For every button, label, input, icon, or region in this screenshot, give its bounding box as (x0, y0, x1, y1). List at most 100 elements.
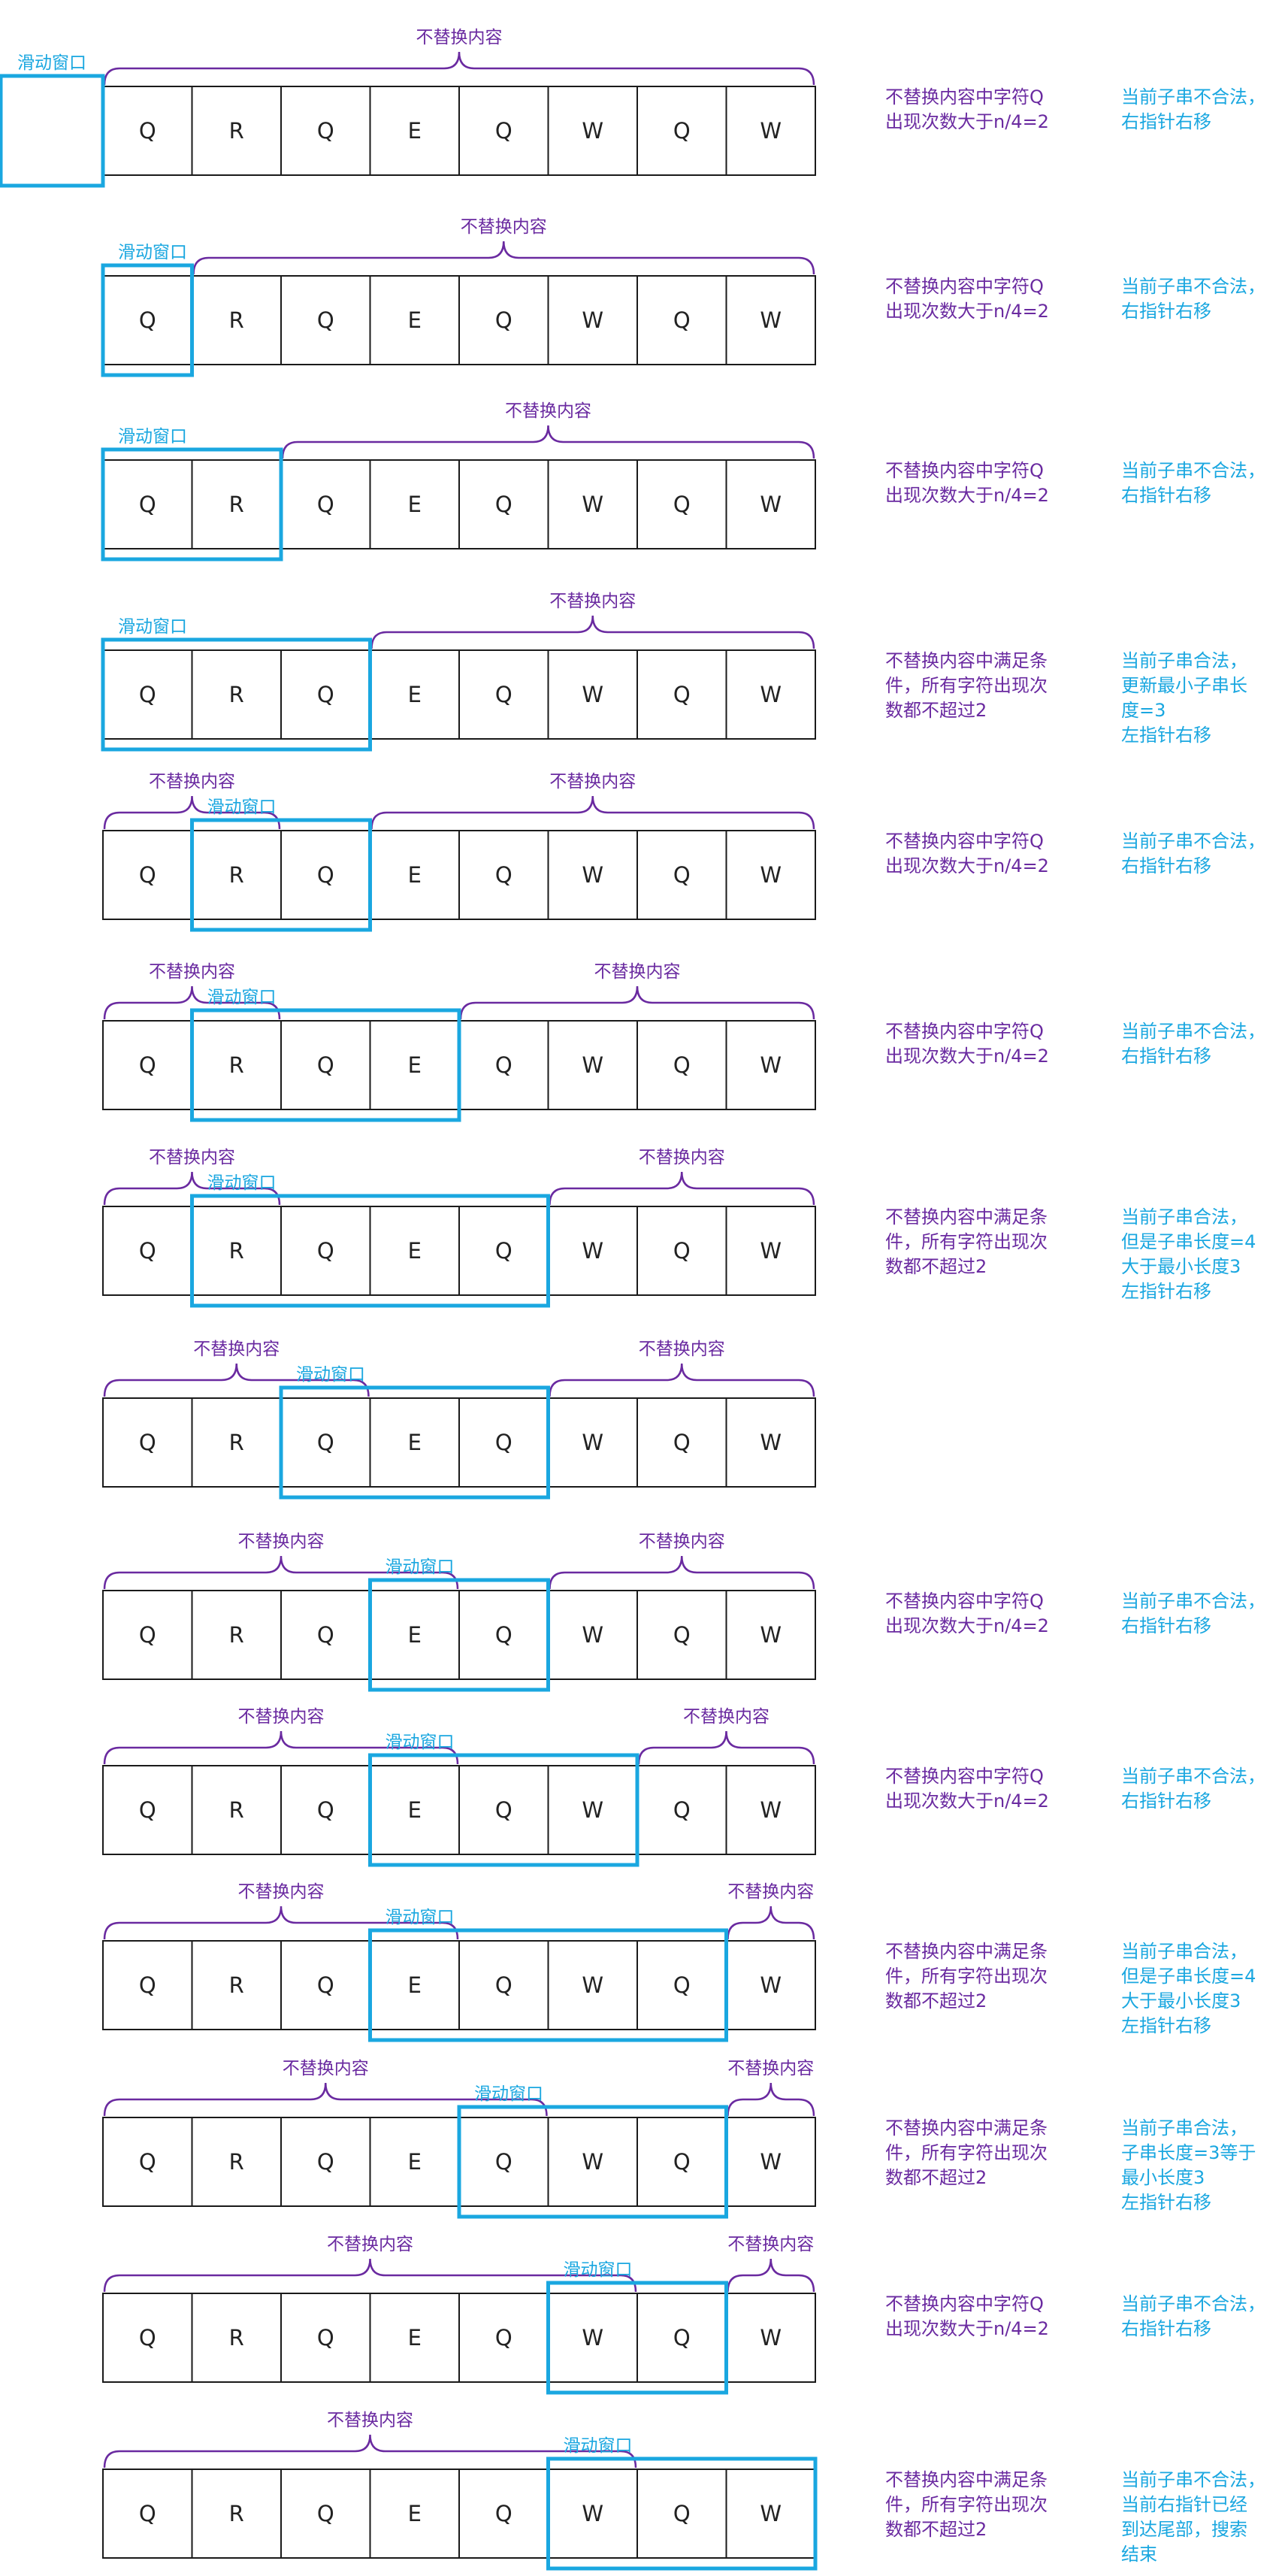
char-label: Q (673, 118, 691, 144)
char-label: Q (495, 1238, 512, 1264)
char-label: Q (317, 492, 334, 517)
char-label: Q (495, 1797, 512, 1823)
char-label: W (582, 1052, 603, 1078)
char-label: W (582, 118, 603, 144)
keep-brace (549, 1363, 815, 1397)
char-label: W (760, 1622, 782, 1648)
char-cell (547, 1590, 638, 1680)
sliding-window-box (101, 637, 372, 752)
condition-note: 不替换内容中满足条 (885, 1941, 1048, 1962)
keep-label: 不替换内容 (639, 1339, 725, 1359)
action-note: 左指针右移 (1121, 1281, 1211, 1302)
char-cell (369, 1765, 460, 1855)
keep-brace (103, 2258, 637, 2293)
char-cell (458, 1765, 549, 1855)
char-label: Q (317, 2325, 334, 2350)
keep-label: 不替换内容 (639, 1148, 725, 1167)
char-cell (547, 1940, 638, 2030)
char-label: Q (139, 2149, 156, 2175)
keep-brace (103, 2434, 637, 2469)
char-label: Q (495, 682, 512, 707)
action-note: 当前子串不合法， (1121, 1021, 1265, 1042)
char-cell (636, 2293, 727, 2383)
char-cell (102, 1765, 193, 1855)
char-cell (636, 649, 727, 740)
char-label: R (229, 2325, 244, 2350)
keep-brace (103, 795, 281, 830)
char-label: W (760, 1972, 782, 1998)
char-label: R (229, 2501, 244, 2526)
char-label: E (408, 2149, 422, 2175)
char-cell (725, 1940, 816, 2030)
char-cell (458, 459, 549, 549)
char-cell (369, 1206, 460, 1296)
char-label: Q (495, 2149, 512, 2175)
char-label: Q (317, 1972, 334, 1998)
char-cell (369, 275, 460, 365)
keep-label: 不替换内容 (283, 2059, 369, 2078)
sliding-window-box (0, 74, 105, 188)
char-cell (102, 1020, 193, 1110)
char-cell (636, 1397, 727, 1488)
action-note: 子串长度=3等于 (1121, 2142, 1256, 2163)
action-note: 度=3 (1121, 700, 1166, 721)
char-label: Q (495, 492, 512, 517)
char-label: Q (673, 682, 691, 707)
char-label: W (582, 1622, 603, 1648)
keep-brace (370, 615, 815, 649)
keep-label: 不替换内容 (149, 962, 235, 982)
action-note: 到达尾部，搜索 (1121, 2519, 1247, 2540)
char-label: R (229, 118, 244, 144)
sliding-window-box (101, 263, 194, 377)
char-cell (369, 2293, 460, 2383)
char-cell (369, 1940, 460, 2030)
char-label: Q (317, 307, 334, 333)
keep-label: 不替换内容 (327, 2411, 413, 2430)
char-label: R (229, 1052, 244, 1078)
sliding-window-label: 滑动窗口 (474, 2084, 543, 2104)
keep-brace (103, 51, 815, 86)
char-label: E (408, 118, 422, 144)
char-label: Q (495, 307, 512, 333)
char-cell (725, 1590, 816, 1680)
action-note: 当前子串合法， (1121, 650, 1247, 671)
sliding-window-label: 滑动窗口 (296, 1365, 365, 1385)
char-label: Q (139, 1972, 156, 1998)
action-note: 右指针右移 (1121, 1046, 1211, 1067)
char-cell (725, 2469, 816, 2559)
char-cell (458, 1397, 549, 1488)
keep-label: 不替换内容 (461, 217, 547, 237)
char-label: Q (495, 2325, 512, 2350)
char-label: Q (317, 1430, 334, 1455)
sliding-window-label: 滑动窗口 (386, 1733, 455, 1752)
char-cell (191, 649, 282, 740)
char-label: E (408, 307, 422, 333)
action-note: 当前子串不合法， (1121, 86, 1265, 107)
char-cell (280, 830, 371, 920)
keep-label: 不替换内容 (727, 1882, 814, 1902)
action-note: 右指针右移 (1121, 1790, 1211, 1812)
char-label: Q (495, 2501, 512, 2526)
char-cell (191, 1590, 282, 1680)
char-label: Q (317, 2149, 334, 2175)
char-cell (369, 2117, 460, 2207)
char-label: W (582, 1797, 603, 1823)
char-label: W (760, 1052, 782, 1078)
char-cell (725, 1765, 816, 1855)
char-cell (547, 649, 638, 740)
char-cell (191, 2293, 282, 2383)
action-note: 当前子串合法， (1121, 1206, 1247, 1227)
char-label: Q (673, 2149, 691, 2175)
keep-brace (192, 241, 815, 275)
char-cell (191, 86, 282, 176)
sliding-window-box (190, 1194, 550, 1308)
char-label: W (582, 1430, 603, 1455)
keep-label: 不替换内容 (549, 772, 636, 792)
char-label: Q (495, 1972, 512, 1998)
action-note: 当前右指针已经 (1121, 2494, 1247, 2515)
char-label: W (760, 2501, 782, 2526)
char-cell (280, 1397, 371, 1488)
